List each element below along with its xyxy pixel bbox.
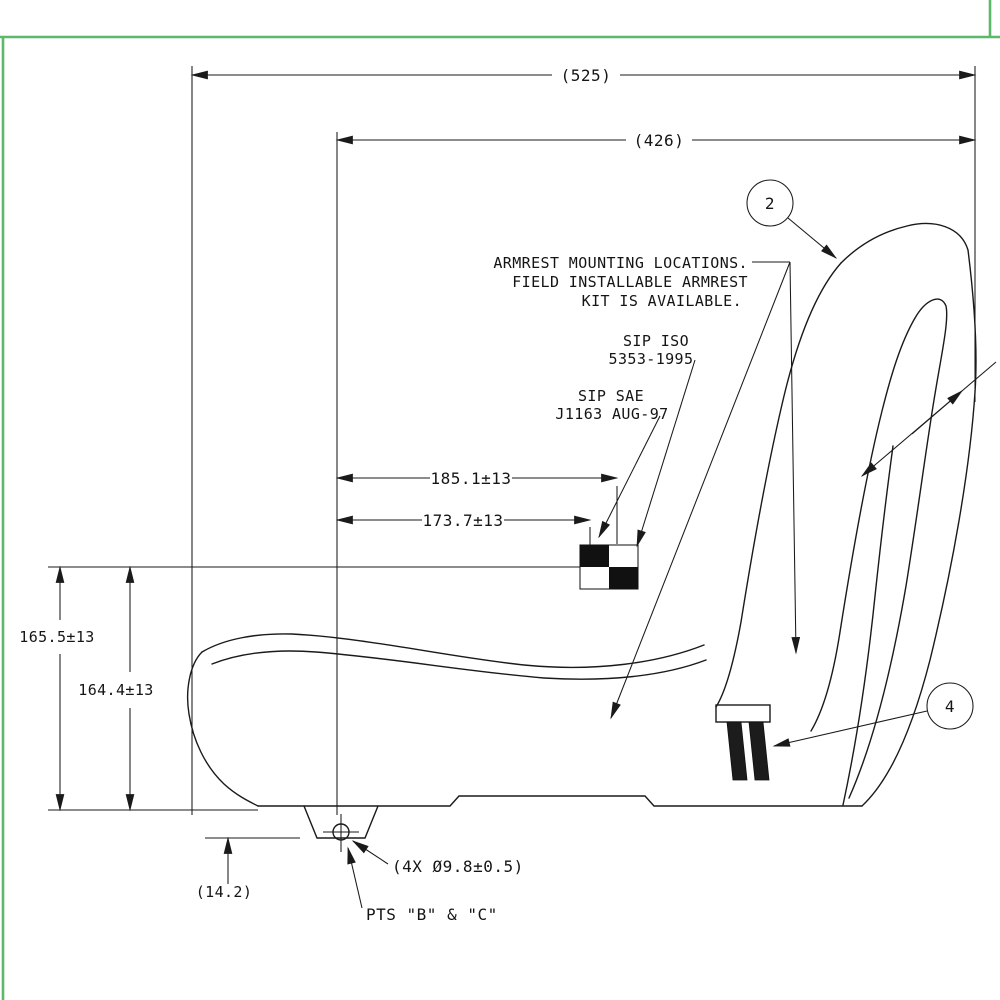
sip-iso-line2: 5353-1995 (609, 350, 694, 368)
balloon-2: 2 (746, 179, 838, 259)
pts-label: PTS "B" & "C" (366, 905, 498, 924)
armrest-note-line1: ARMREST MOUNTING LOCATIONS. (493, 254, 748, 272)
sip-iso-leader (636, 359, 696, 548)
balloon-2-label: 2 (765, 194, 775, 213)
right-leader-upper-arrow (911, 390, 964, 435)
sip-sae-leader (598, 415, 661, 539)
extension-lines (48, 66, 976, 839)
backrest-inner-seam (810, 298, 948, 799)
dimension-164: 164.4±13 (78, 565, 153, 812)
balloon-4-leader (772, 710, 928, 747)
dimension-14: (14.2) (196, 836, 253, 901)
balloon-2-leader (787, 217, 838, 259)
bracket-bolt-1 (726, 721, 748, 781)
bracket-bolt-2 (748, 721, 770, 781)
hole-callout-label: (4X Ø9.8±0.5) (392, 857, 524, 876)
armrest-note-line3: KIT IS AVAILABLE. (582, 292, 742, 310)
dim-14-label: (14.2) (196, 883, 253, 901)
backrest-outer-profile (840, 222, 977, 807)
dim-173-label: 173.7±13 (422, 511, 503, 530)
right-edge-leader (860, 361, 997, 477)
base-bottom-profile (257, 795, 863, 807)
pts-leader (347, 846, 363, 909)
sip-quadrant-bottom-right (609, 567, 638, 589)
sip-symbol (579, 544, 639, 590)
sip-sae-line1: SIP SAE (578, 387, 644, 405)
balloon-2-circle (746, 179, 794, 227)
dim-185-label: 185.1±13 (430, 469, 511, 488)
hole-callout-leader (351, 840, 389, 865)
dim-164-label: 164.4±13 (78, 681, 153, 699)
armrest-leader-1 (610, 261, 791, 720)
balloon-4-circle (926, 682, 974, 730)
sip-sae-line2: J1163 AUG-97 (555, 405, 668, 423)
hole-callout: (4X Ø9.8±0.5) (351, 840, 524, 876)
armrest-leader-2 (789, 261, 801, 655)
dim-426-label: (426) (634, 131, 685, 150)
sip-iso-note: SIP ISO 5353-1995 (609, 332, 696, 548)
dimension-165: 165.5±13 (19, 565, 94, 812)
backrest-side-shield-seam (842, 445, 894, 806)
sip-iso-line1: SIP ISO (623, 332, 689, 350)
dimension-426: (426) (335, 131, 977, 150)
balloon-4: 4 (772, 682, 974, 747)
cushion-seam-line (211, 650, 707, 680)
backrest-front-face (715, 262, 842, 708)
seat-profile (186, 222, 977, 852)
slide-bracket (715, 704, 771, 723)
cushion-top-line (201, 633, 705, 669)
dimension-173: 173.7±13 (335, 511, 592, 530)
armrest-note-line2: FIELD INSTALLABLE ARMREST (512, 273, 748, 291)
pts-note: PTS "B" & "C" (347, 846, 498, 924)
sip-quadrant-top-left (580, 545, 609, 567)
dim-525-label: (525) (561, 66, 612, 85)
cushion-nose-profile (186, 651, 259, 807)
dim-165-label: 165.5±13 (19, 628, 94, 646)
sip-sae-note: SIP SAE J1163 AUG-97 (555, 387, 668, 539)
balloon-4-label: 4 (945, 697, 955, 716)
armrest-note: ARMREST MOUNTING LOCATIONS. FIELD INSTAL… (493, 254, 801, 720)
dimension-185: 185.1±13 (335, 469, 619, 488)
dimension-525: (525) (190, 66, 977, 85)
